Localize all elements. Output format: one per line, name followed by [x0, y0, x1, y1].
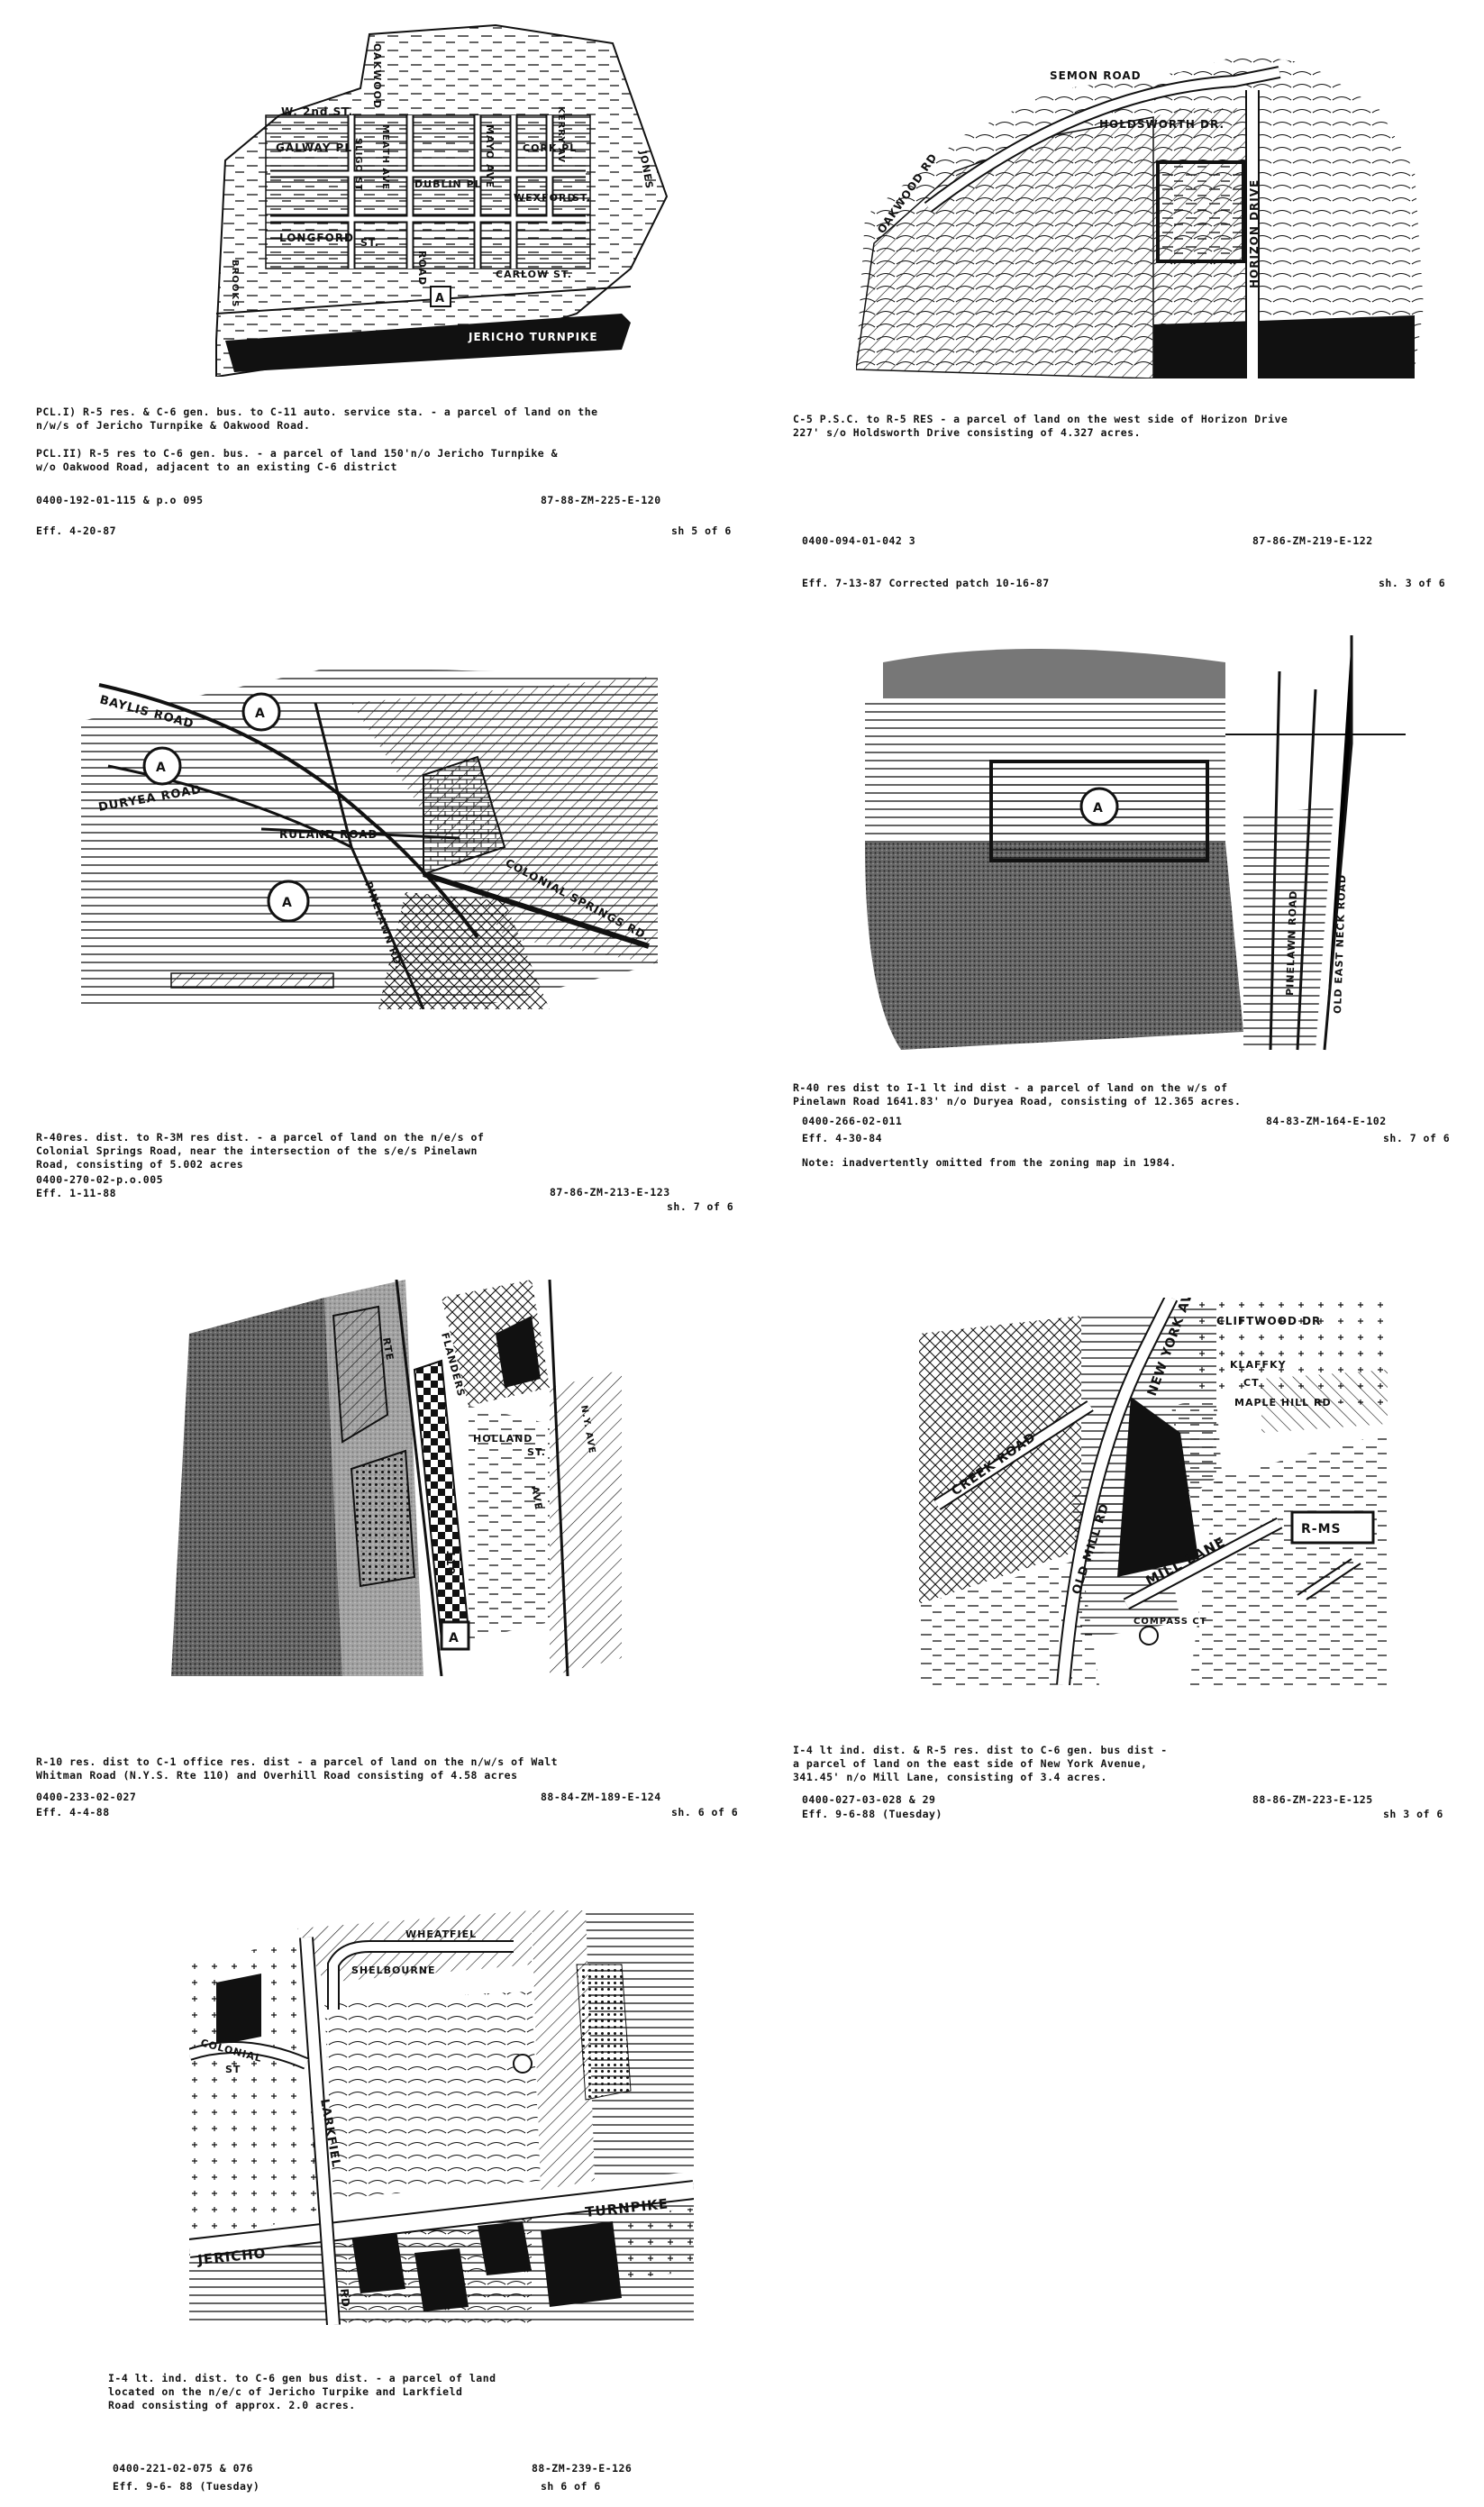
map-label: WEXFORD — [514, 192, 577, 204]
map-label: KERRY AV — [556, 106, 566, 163]
map-label: DUBLIN PL — [414, 178, 482, 190]
caption: PCL.II) R-5 res to C-6 gen. bus. - a par… — [36, 447, 559, 473]
map-label: A — [156, 761, 167, 775]
case-number: 87-86-ZM-213-E-123 — [550, 1186, 670, 1199]
map-label: CARLOW ST. — [496, 269, 572, 280]
map-7: WHEATFIEL SHELBOURNE COLONIAL ST LARKFIE… — [189, 1910, 694, 2325]
map-label: ST. — [527, 1446, 546, 1458]
sheet-number: sh. 7 of 6 — [667, 1200, 734, 1213]
sheet-number: sh. 3 of 6 — [1379, 577, 1446, 589]
map-label: RULAND ROAD — [279, 828, 378, 841]
map-label: OAKWOOD — [371, 43, 383, 109]
map-label: SLIGO ST — [353, 138, 363, 192]
map-4: PINELAWN ROAD OLD EAST NECK ROAD A — [847, 635, 1406, 1059]
caption: R-40res. dist. to R-3M res dist. - a par… — [36, 1131, 485, 1171]
map-label: MAPLE HILL RD — [1234, 1397, 1332, 1408]
map-label: CORK PL — [523, 142, 577, 154]
map-label: 110 — [444, 1550, 457, 1575]
map-3: BAYLIS ROAD DURYEA ROAD RULAND ROAD COLO… — [81, 667, 676, 1009]
sheet-number: sh. 6 of 6 — [671, 1806, 739, 1819]
case-number: 88-84-ZM-189-E-124 — [541, 1791, 661, 1803]
map-label: A — [255, 707, 266, 721]
caption: I-4 lt ind. dist. & R-5 res. dist to C-6… — [793, 1744, 1168, 1783]
map-1: W. 2nd ST. GALWAY PL SLIGO ST MEATH AVE … — [198, 16, 739, 377]
parcel-ref: 0400-221-02-075 & 076 — [113, 2462, 253, 2475]
map-label: SEMON ROAD — [1050, 69, 1142, 82]
map-label: PINELAWN ROAD — [1284, 889, 1299, 996]
parcel-ref: 0400-233-02-027 — [36, 1791, 137, 1803]
caption: PCL.I) R-5 res. & C-6 gen. bus. to C-11 … — [36, 406, 598, 432]
map-label: HOLDSWORTH DR. — [1099, 118, 1225, 131]
map-label: R-MS — [1301, 1522, 1342, 1536]
map-5: RTE FLANDERS HOLLAND ST. AVE N.Y. AVE 11… — [171, 1280, 622, 1676]
parcel-ref: 0400-270-02-p.o.005 — [36, 1173, 164, 1186]
parcel-ref: 0400-192-01-115 & p.o 095 — [36, 494, 204, 506]
parcel-ref: 0400-027-03-028 & 29 — [802, 1793, 936, 1806]
caption: R-10 res. dist to C-1 office res. dist -… — [36, 1755, 559, 1782]
map-label: MAYO AVE — [484, 124, 496, 188]
map-label: A — [449, 1631, 460, 1646]
effective-date: Eff. 9-6- 88 (Tuesday) — [113, 2480, 260, 2493]
case-number: 88-86-ZM-223-E-125 — [1252, 1793, 1373, 1806]
map-label: ROAD — [416, 251, 428, 286]
effective-date: Eff. 7-13-87 Corrected patch 10-16-87 — [802, 577, 1050, 589]
map-label: ST. — [360, 237, 379, 249]
parcel-ref: 0400-094-01-042 3 — [802, 534, 916, 547]
map-6: NEW YORK AVE CREEK ROAD CLIFTWOOD DR KLA… — [919, 1298, 1388, 1685]
map-2: SEMON ROAD HOLDSWORTH DR. OAKWOOD RD HOR… — [856, 54, 1424, 378]
effective-date: Eff. 4-4-88 — [36, 1806, 110, 1819]
map-label: LONGFORD — [279, 232, 354, 244]
map-label: WHEATFIEL — [405, 1928, 477, 1940]
effective-date: Eff. 4-20-87 — [36, 524, 117, 537]
map-label: KLAFFKY — [1230, 1359, 1287, 1371]
map-label: BROOKS — [230, 260, 240, 307]
map-label: MEATH AVE — [380, 124, 390, 190]
case-number: 87-88-ZM-225-E-120 — [541, 494, 661, 506]
map-label: A — [282, 896, 293, 910]
map-label: CT — [1243, 1377, 1260, 1389]
map-label: JERICHO TURNPIKE — [468, 331, 598, 343]
map-label: COMPASS CT — [1133, 1617, 1207, 1627]
map-label: ST — [225, 2064, 241, 2075]
map-label: A — [1093, 801, 1104, 816]
map-label: HOLLAND — [473, 1433, 533, 1445]
parcel-ref: 0400-266-02-011 — [802, 1115, 903, 1127]
note: Note: inadvertently omitted from the zon… — [802, 1156, 1177, 1169]
map-label: W. 2nd ST. — [281, 105, 353, 118]
effective-date: Eff. 9-6-88 (Tuesday) — [802, 1808, 942, 1820]
effective-date: Eff. 4-30-84 — [802, 1132, 883, 1144]
sheet-number: sh 3 of 6 — [1383, 1808, 1443, 1820]
caption: I-4 lt. ind. dist. to C-6 gen bus dist. … — [108, 2372, 496, 2411]
map-label: CLIFTWOOD DR — [1216, 1315, 1321, 1327]
sheet-number: sh 6 of 6 — [541, 2480, 601, 2493]
map-label: SHELBOURNE — [351, 1965, 436, 1976]
case-number: 88-ZM-239-E-126 — [532, 2462, 633, 2475]
map-label: RTE — [380, 1336, 396, 1362]
sheet-number: sh 5 of 6 — [671, 524, 732, 537]
caption: R-40 res dist to I-1 lt ind dist - a par… — [793, 1081, 1242, 1108]
map-label: GALWAY PL — [276, 141, 352, 154]
map-label: HORIZON DRIVE — [1248, 179, 1261, 288]
caption: C-5 P.S.C. to R-5 RES - a parcel of land… — [793, 413, 1288, 439]
map-label: A — [435, 292, 445, 305]
case-number: 84-83-ZM-164-E-102 — [1266, 1115, 1387, 1127]
map-label: RD — [338, 2288, 352, 2308]
map-label: ST. — [572, 192, 591, 204]
map-label: AVE — [529, 1485, 544, 1511]
effective-date: Eff. 1-11-88 — [36, 1187, 117, 1199]
case-number: 87-86-ZM-219-E-122 — [1252, 534, 1373, 547]
sheet-number: sh. 7 of 6 — [1383, 1132, 1451, 1144]
map-label: OLD EAST NECK ROAD — [1332, 874, 1348, 1014]
